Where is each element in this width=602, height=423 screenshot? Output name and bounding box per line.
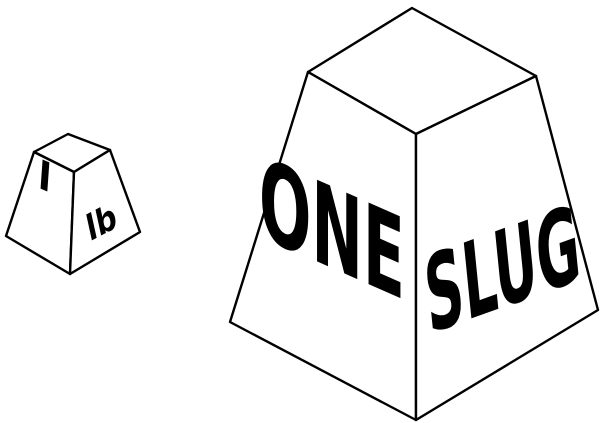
large-weight-block: ONE SLUG xyxy=(230,8,598,420)
small-weight-block: I lb xyxy=(6,134,140,274)
